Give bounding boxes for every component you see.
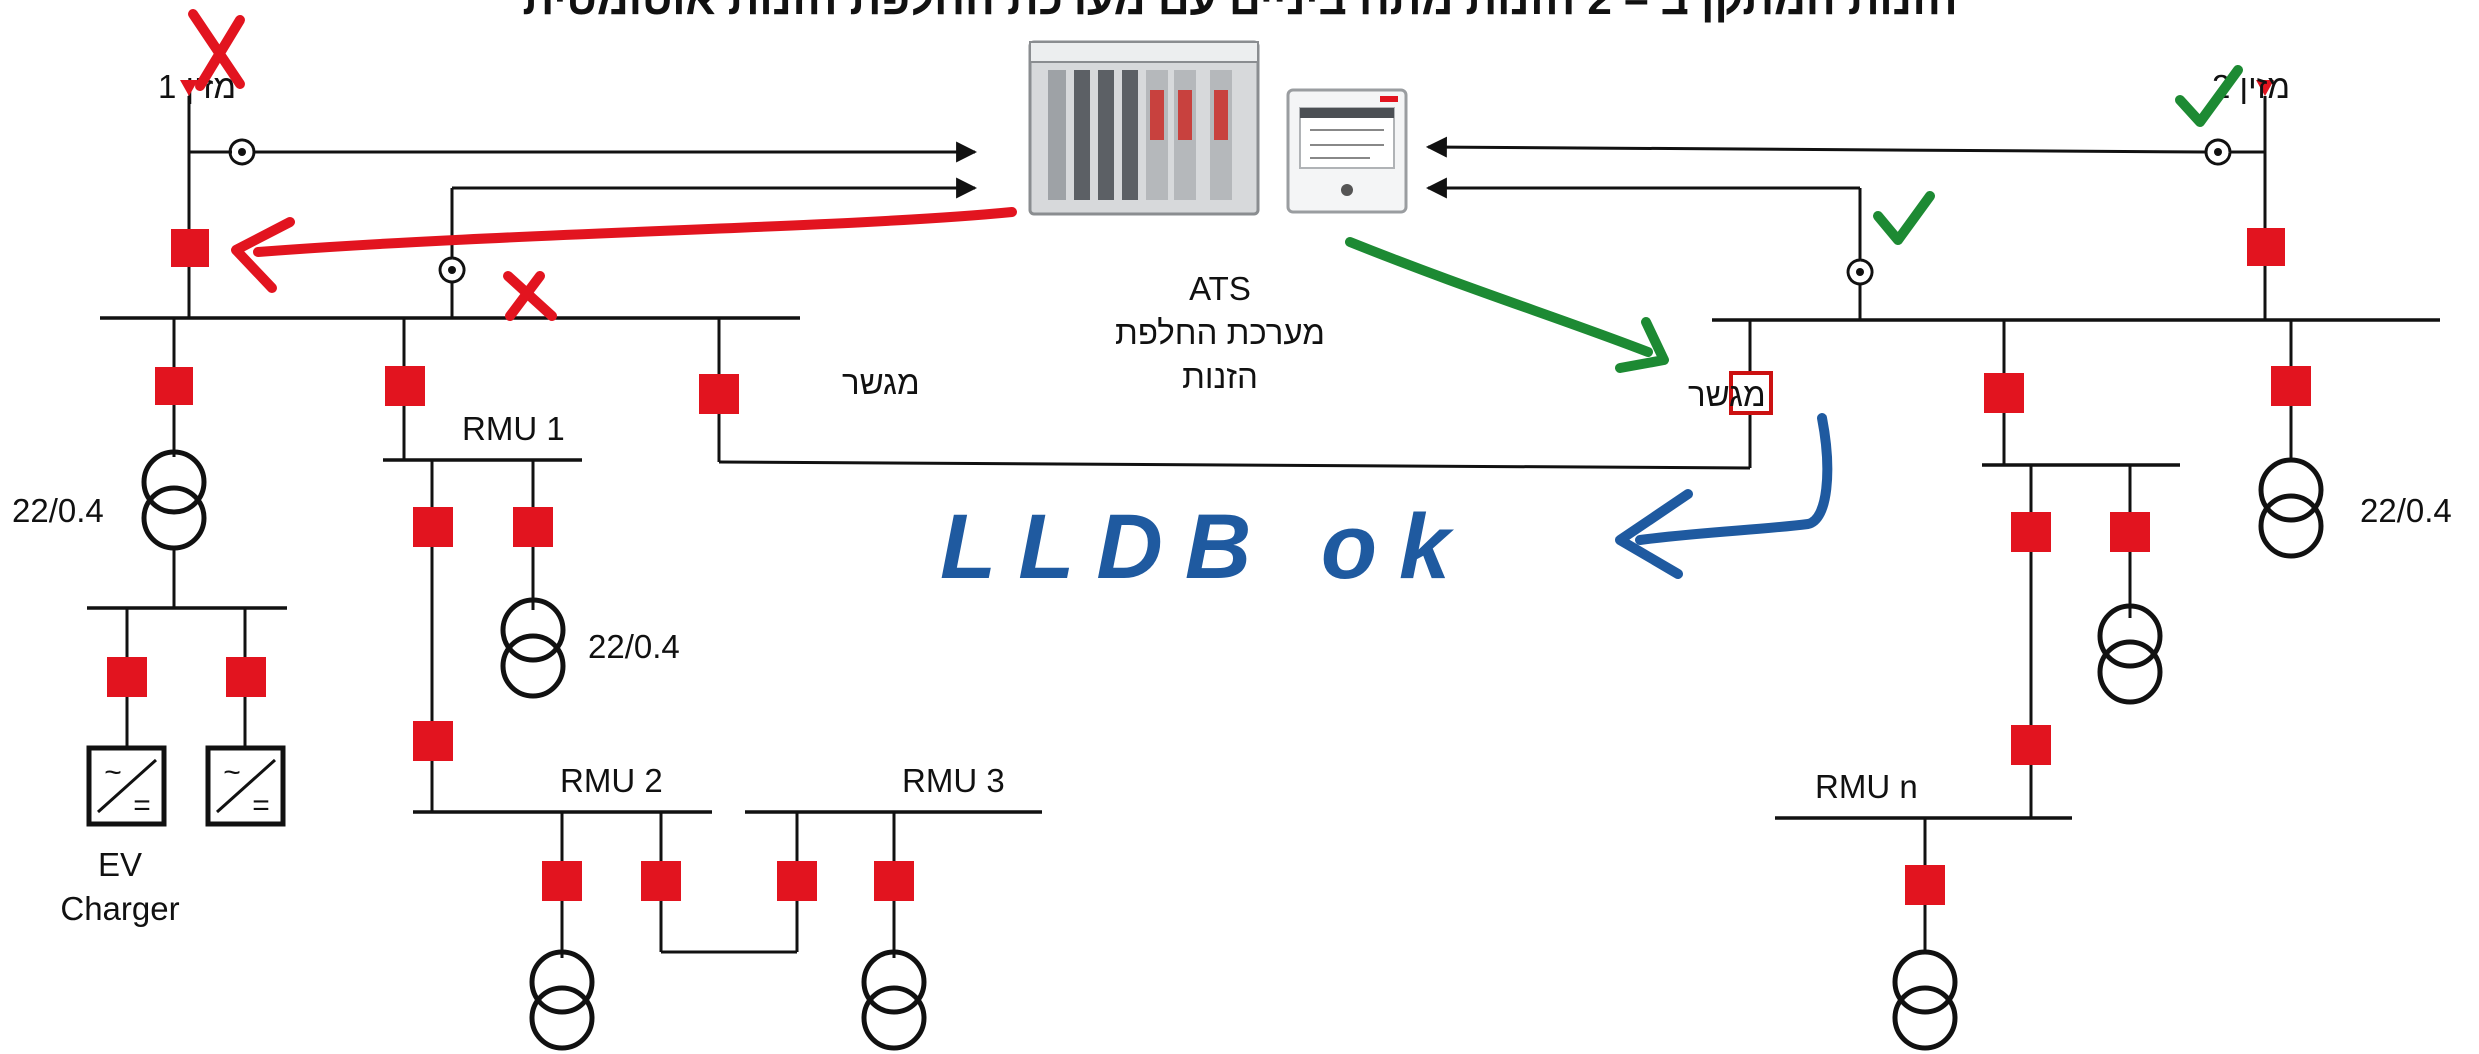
breaker-right-rmu-tx bbox=[2110, 512, 2150, 552]
inverter-dc-sign: = bbox=[252, 789, 270, 822]
rmu-n-label: RMU n bbox=[1815, 768, 1918, 805]
breaker-left-tx bbox=[155, 367, 193, 405]
breaker-rmu1-to-rmu2 bbox=[413, 721, 453, 761]
transformer-ratio-right: 22/0.4 bbox=[2360, 492, 2452, 529]
current-transformer-icon bbox=[1846, 258, 1874, 286]
breaker-rmu2-out bbox=[641, 861, 681, 901]
transformer-icon bbox=[503, 600, 563, 696]
breaker-rmu3-tx bbox=[874, 861, 914, 901]
annotation-lldb-ok: LLDB ok bbox=[940, 496, 1472, 598]
breaker-rmu-n-tx bbox=[1905, 865, 1945, 905]
ats-label-line2: מערכת החלפת bbox=[1115, 314, 1325, 351]
ats-hmi-icon bbox=[1286, 88, 1408, 214]
breaker-bridge-right-open bbox=[1729, 371, 1773, 415]
transformer-icon bbox=[1895, 952, 1955, 1048]
inverter-icon: ~ = bbox=[86, 745, 167, 827]
ev-charger-label-line2: Charger bbox=[60, 890, 179, 927]
rmu-2-label: RMU 2 bbox=[560, 762, 663, 799]
green-close-arrow bbox=[1345, 237, 1669, 373]
breaker-rmu2-tx bbox=[542, 861, 582, 901]
inverter-ac-sign: ~ bbox=[223, 756, 241, 789]
inverter-ac-sign: ~ bbox=[104, 756, 122, 789]
cross-icon bbox=[188, 9, 245, 91]
checkmark-icon bbox=[2175, 65, 2243, 127]
breaker-rmu1-tx bbox=[513, 507, 553, 547]
feeder-arrow-icon bbox=[180, 80, 198, 96]
ats-label-line1: ATS bbox=[1189, 270, 1251, 307]
transformer-ratio-rmu1: 22/0.4 bbox=[588, 628, 680, 665]
page-title: הזנות המתקן ב – 2 הזנות מתח ביניים עם מע… bbox=[523, 0, 1958, 24]
red-trip-arrow bbox=[231, 207, 1017, 293]
breaker-right-tx bbox=[2271, 366, 2311, 406]
transformer-icon bbox=[2100, 606, 2160, 702]
breaker-right-rmu-incomer bbox=[1984, 373, 2024, 413]
ats-panel-icon bbox=[1028, 40, 1260, 216]
transformer-icon bbox=[144, 452, 204, 548]
breaker-feeder-1 bbox=[171, 229, 209, 267]
breaker-rmu3-in bbox=[777, 861, 817, 901]
breaker-rmu1-out bbox=[413, 507, 453, 547]
current-transformer-icon bbox=[228, 138, 256, 166]
transformer-icon bbox=[2261, 460, 2321, 556]
ats-label-line3: הזנות bbox=[1182, 358, 1258, 395]
breaker-ev-2 bbox=[226, 657, 266, 697]
breaker-ev-1 bbox=[107, 657, 147, 697]
inverter-icon: ~ = bbox=[205, 745, 286, 827]
breaker-bridge-left bbox=[699, 374, 739, 414]
breaker-feeder-2 bbox=[2247, 228, 2285, 266]
rmu-1-label: RMU 1 bbox=[462, 410, 565, 447]
current-transformer-icon bbox=[438, 256, 466, 284]
feeder-arrow-icon bbox=[2256, 80, 2274, 96]
inverter-dc-sign: = bbox=[133, 789, 151, 822]
blue-arrow bbox=[1615, 413, 1833, 579]
rmu-3-label: RMU 3 bbox=[902, 762, 1005, 799]
transformer-icon bbox=[864, 952, 924, 1048]
checkmark-icon bbox=[1873, 191, 1935, 245]
transformer-ratio-left: 22/0.4 bbox=[12, 492, 104, 529]
breaker-right-rmu-out bbox=[2011, 512, 2051, 552]
cross-icon bbox=[503, 271, 557, 321]
ev-charger-label-line1: EV bbox=[98, 846, 142, 883]
breaker-rmu1-incomer bbox=[385, 366, 425, 406]
breaker-to-rmu-n bbox=[2011, 725, 2051, 765]
transformer-icon bbox=[532, 952, 592, 1048]
bridge-left-label: מגשר bbox=[842, 364, 920, 401]
current-transformer-icon bbox=[2204, 138, 2232, 166]
bridge-right-label: מגשר bbox=[1688, 376, 1766, 413]
